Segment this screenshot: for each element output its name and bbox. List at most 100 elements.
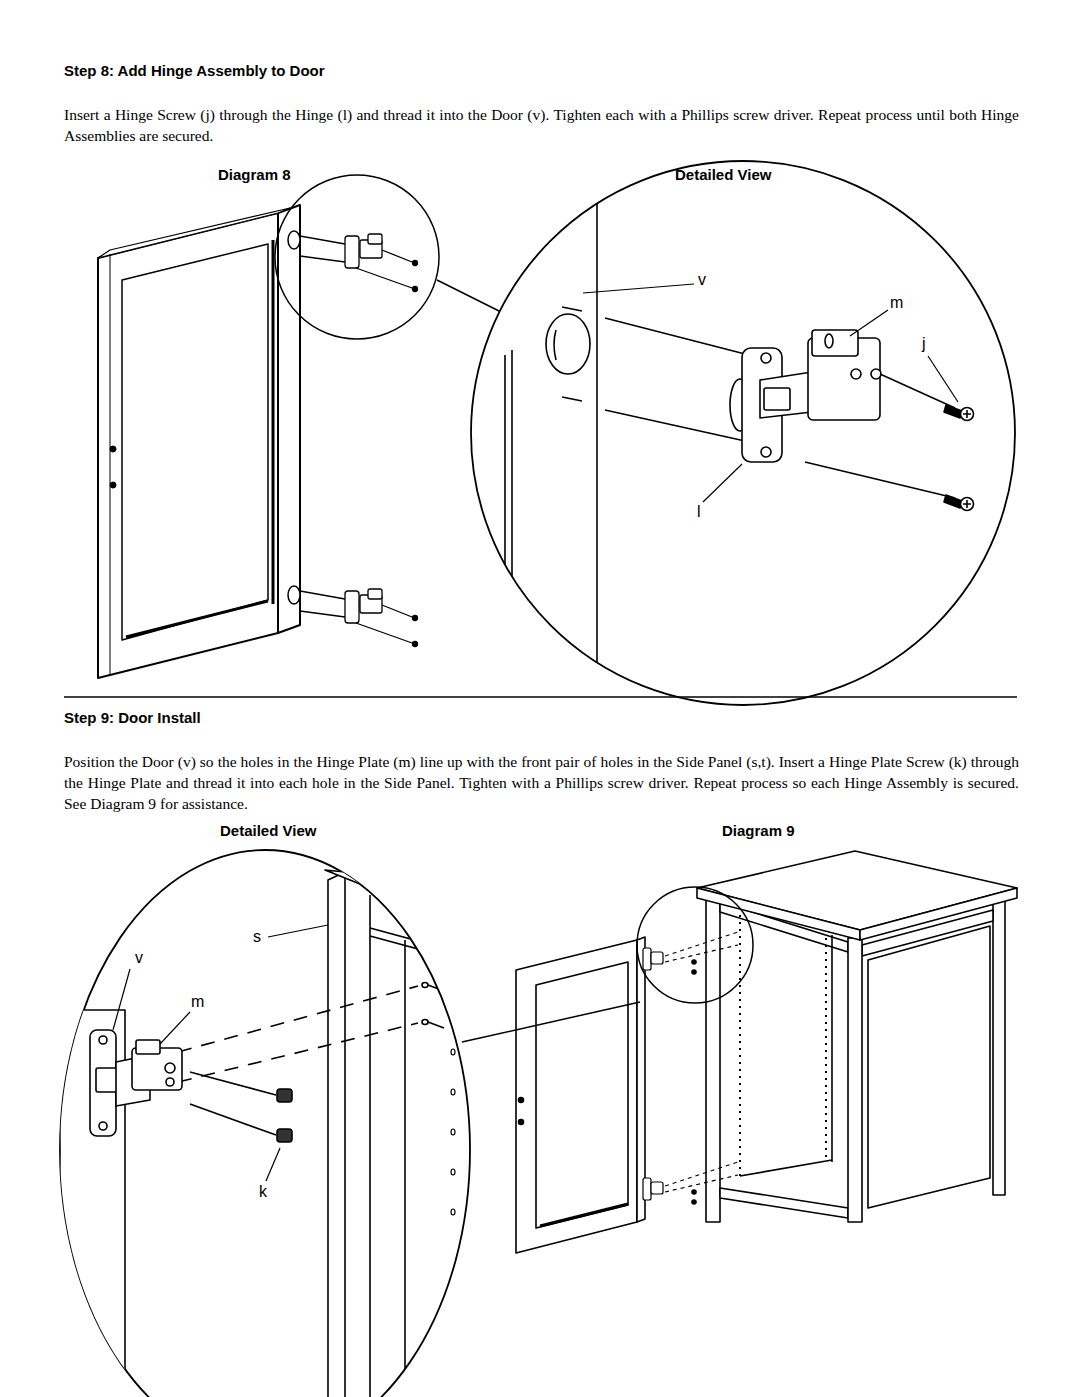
door-drawing <box>536 962 628 1228</box>
door-drawing <box>516 940 637 1253</box>
hinge-plate-detail <box>428 1022 444 1028</box>
diagram-caption: Diagram 8 <box>218 166 291 184</box>
small-hinge <box>300 611 345 617</box>
small-hinge <box>665 945 738 962</box>
callout-circle <box>462 887 753 1042</box>
hinge-plate-detail <box>99 1036 107 1044</box>
hinge-detail <box>825 334 833 348</box>
small-hinge <box>665 932 738 956</box>
hinge-plate-detail <box>96 1068 118 1092</box>
hinge-plate-detail <box>369 895 371 1397</box>
small-hinge <box>345 591 359 623</box>
door-drawing <box>110 446 116 452</box>
door-drawing <box>278 205 300 633</box>
cabinet-drawing <box>993 900 1005 1195</box>
hinge-detail <box>505 150 974 710</box>
cabinet-drawing <box>720 1188 848 1218</box>
hinge-plate-detail <box>370 928 470 955</box>
hinge-detail <box>805 462 955 498</box>
detail-circle <box>471 161 1015 705</box>
door-drawing <box>122 244 268 640</box>
hinge-plate-detail <box>451 1009 455 1015</box>
instruction-text: Position the Door (v) so the holes in th… <box>64 751 1019 814</box>
hinge-plate-detail <box>277 1089 292 1102</box>
hinge-detail <box>546 314 590 374</box>
cabinet-drawing <box>739 915 741 1176</box>
door-drawing <box>98 213 278 678</box>
small-hinge <box>692 960 696 964</box>
hinge-detail <box>812 330 858 356</box>
small-hinge <box>356 268 412 288</box>
leader-line <box>266 1148 280 1181</box>
section-rule <box>64 696 1017 698</box>
hinge-plate-detail <box>277 1129 292 1142</box>
leader-line <box>160 1012 190 1044</box>
cabinet-drawing <box>860 888 1017 940</box>
small-hinge <box>356 623 412 643</box>
leader-line <box>703 464 742 502</box>
hinge-detail <box>562 307 582 311</box>
hinge-plate-detail <box>190 1072 276 1095</box>
cabinet-drawing <box>740 1160 832 1176</box>
step-heading: Step 9: Door Install <box>64 709 201 727</box>
hinge-plate-detail <box>451 1049 455 1055</box>
callout-circle <box>275 175 505 339</box>
hinge-plate-detail <box>451 1169 455 1175</box>
leader-line <box>583 284 694 293</box>
cabinet-drawing <box>706 895 720 1222</box>
hinge-detail <box>554 330 556 360</box>
door-drawing <box>288 586 300 604</box>
small-hinge <box>651 952 663 964</box>
part-letter: m <box>889 295 904 311</box>
part-letter: v <box>697 272 707 288</box>
hinge-detail <box>562 397 582 401</box>
small-hinge <box>413 642 418 647</box>
callout-circle <box>437 280 505 314</box>
view-caption: Detailed View <box>220 822 316 840</box>
small-hinge <box>300 256 345 262</box>
door-drawing <box>516 937 645 1253</box>
small-hinge <box>300 236 345 244</box>
hinge-detail <box>761 447 771 457</box>
cabinet-drawing <box>697 851 1017 930</box>
door-drawing <box>126 601 268 637</box>
door-drawing <box>519 1120 524 1125</box>
door-drawing <box>288 231 300 249</box>
small-hinge <box>382 605 412 617</box>
part-letter: j <box>921 336 927 352</box>
small-hinge <box>368 234 382 244</box>
hinge-detail <box>966 500 968 508</box>
callout-circle <box>275 175 439 339</box>
small-hinge <box>665 1162 738 1186</box>
leader-line <box>268 925 328 937</box>
hinge-detail <box>961 498 974 511</box>
hinge-plate-detail <box>328 872 345 1397</box>
small-hinge <box>413 287 418 292</box>
callout-circle <box>637 887 753 1003</box>
small-hinge <box>300 591 345 599</box>
cabinet-drawing <box>868 926 990 1208</box>
hinge-plate-detail <box>404 940 406 1397</box>
leader-line <box>850 310 888 336</box>
hinge-detail <box>851 369 861 379</box>
door-drawing <box>540 1204 628 1226</box>
hinge-plate-detail <box>60 870 470 1397</box>
small-hinge <box>413 261 418 266</box>
door-drawing <box>110 482 116 488</box>
part-letter: s <box>252 929 262 945</box>
hinge-detail <box>944 495 962 508</box>
small-hinge <box>643 948 651 970</box>
part-letter: m <box>190 994 205 1010</box>
hinge-detail <box>944 405 962 418</box>
small-hinge <box>300 234 418 292</box>
part-letter: k <box>258 1184 268 1200</box>
cabinet-drawing <box>825 938 827 1160</box>
detail-circle <box>60 850 470 1397</box>
cabinet-drawing <box>697 851 1017 1222</box>
hinge-detail <box>596 150 598 710</box>
hinge-plate-detail <box>422 983 428 988</box>
hinge-detail <box>764 388 790 410</box>
hinge-detail <box>511 350 513 710</box>
detail-circle <box>471 161 1015 705</box>
